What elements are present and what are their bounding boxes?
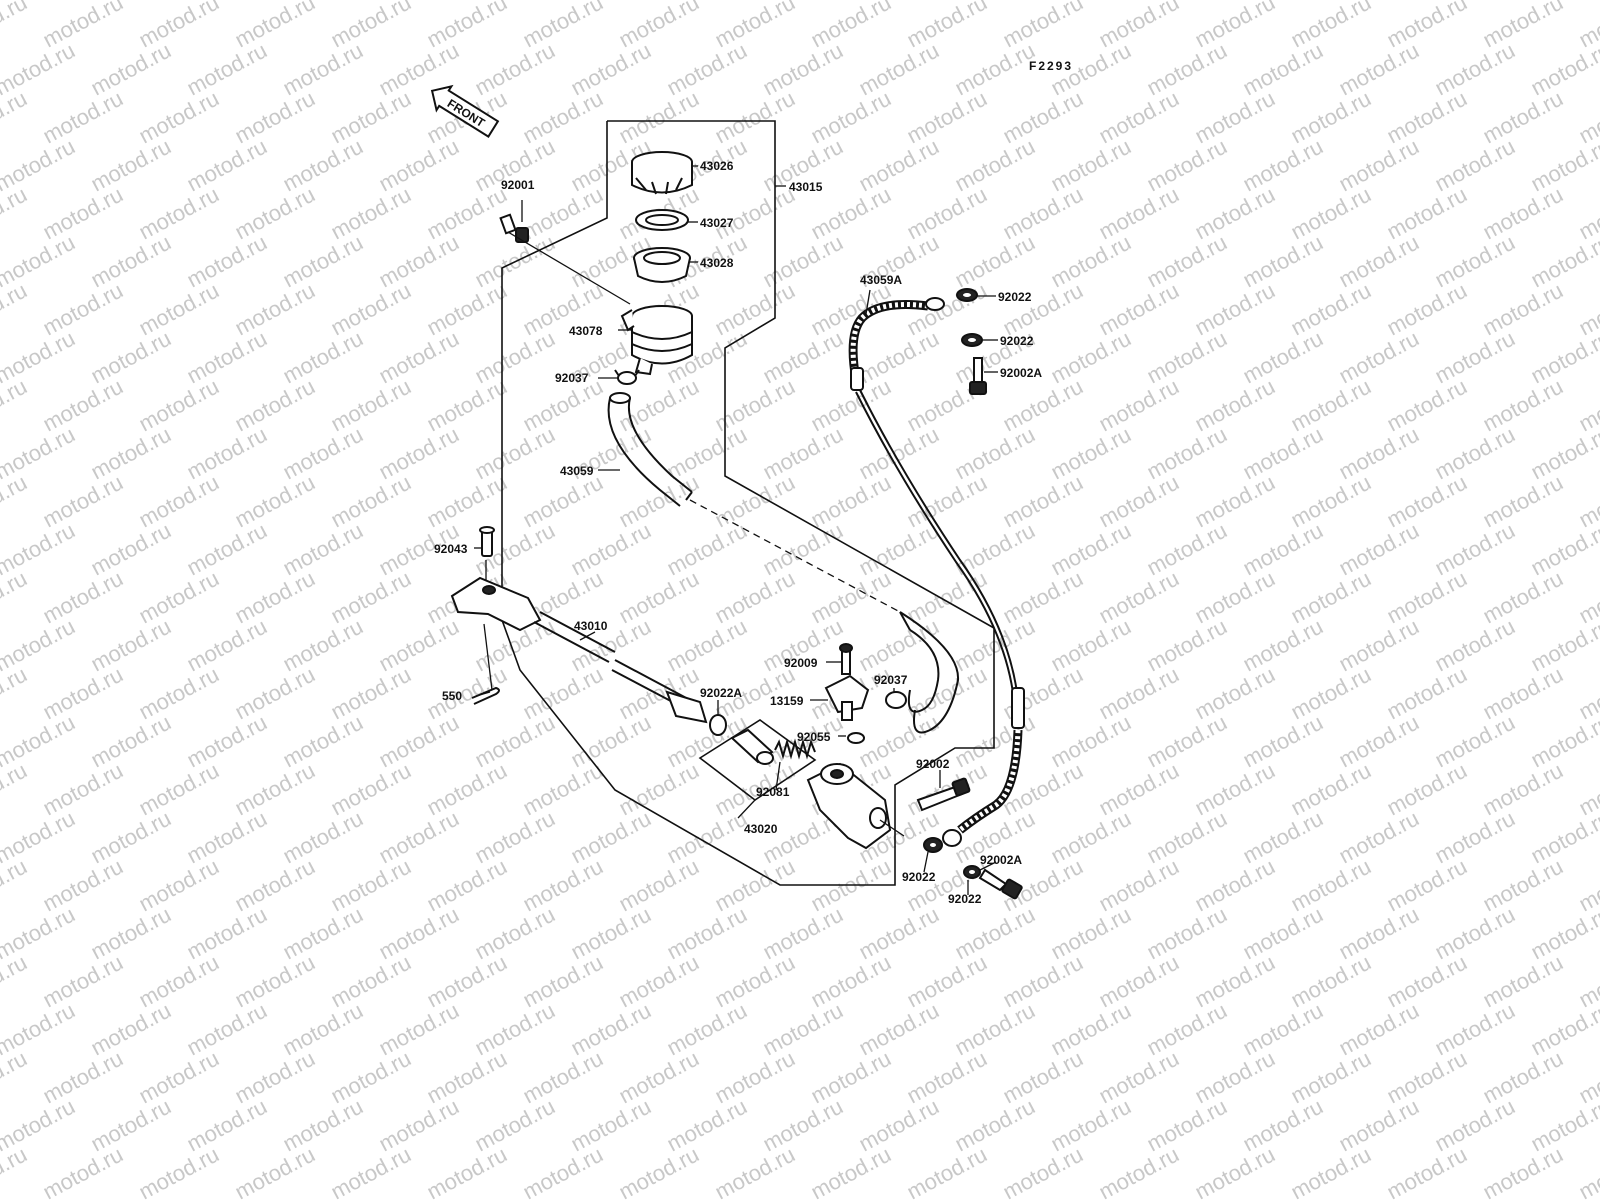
return-spring [774, 738, 816, 760]
label-92022-c: 92022 [902, 870, 936, 884]
label-92043: 92043 [434, 542, 468, 556]
clutch-hose [848, 297, 1025, 847]
washer-bottom-1 [923, 837, 943, 853]
label-92081: 92081 [756, 785, 790, 799]
leader-lines [474, 165, 998, 895]
bolt-92002 [916, 777, 971, 812]
hose-fitting [824, 674, 870, 721]
assembly-frame-outline [501, 120, 995, 886]
cotter-pin [471, 686, 500, 705]
label-92022A: 92022A [700, 686, 742, 700]
piston [730, 728, 774, 765]
banjo-bolt-top [969, 357, 987, 395]
clevis-pin [479, 526, 495, 557]
o-ring [847, 732, 865, 744]
washer-top-2 [961, 333, 983, 347]
washer-bottom-2 [963, 865, 981, 879]
label-92022-d: 92022 [948, 892, 982, 906]
banjo-bolt-bottom [978, 868, 1023, 900]
label-92001: 92001 [501, 178, 535, 192]
label-92055: 92055 [797, 730, 831, 744]
reservoir-cap [631, 151, 693, 195]
diaphragm [633, 247, 691, 283]
label-43059: 43059 [560, 464, 594, 478]
label-92002A-bot: 92002A [980, 853, 1022, 867]
screw-92009 [839, 643, 853, 675]
label-550: 550 [442, 689, 462, 703]
label-92002: 92002 [916, 757, 950, 771]
part-labels: 43026 43027 43028 43015 92001 43078 9203… [434, 159, 1042, 906]
fluid-reservoir [620, 305, 693, 376]
washer-top-1 [956, 288, 978, 302]
label-43015: 43015 [789, 180, 823, 194]
label-43026: 43026 [700, 159, 734, 173]
label-92022-b: 92022 [1000, 334, 1034, 348]
push-rod-clevis [450, 576, 708, 724]
label-92002A-top: 92002A [1000, 366, 1042, 380]
diagram-code: F2293 [1029, 59, 1073, 73]
label-43020: 43020 [744, 822, 778, 836]
label-92022-a: 92022 [998, 290, 1032, 304]
label-43010: 43010 [574, 619, 608, 633]
piston-kit-frame [698, 719, 817, 801]
supply-hose [607, 392, 960, 734]
label-92037-mid: 92037 [874, 673, 908, 687]
label-92037-top: 92037 [555, 371, 589, 385]
label-13159: 13159 [770, 694, 804, 708]
label-43078: 43078 [569, 324, 603, 338]
label-43028: 43028 [700, 256, 734, 270]
label-92009: 92009 [784, 656, 818, 670]
diaphragm-plate [635, 209, 689, 231]
label-43059A: 43059A [860, 273, 902, 287]
label-43027: 43027 [700, 216, 734, 230]
master-cylinder-body [806, 762, 892, 850]
hose-clamp-mid [885, 691, 907, 709]
circlip [709, 714, 727, 736]
